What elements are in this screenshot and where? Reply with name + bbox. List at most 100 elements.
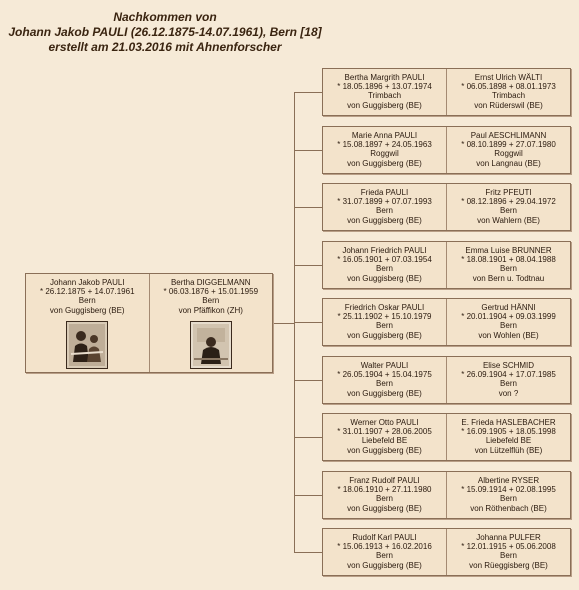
spouse-name: Emma Luise BRUNNER bbox=[465, 246, 552, 255]
spouse-origin: von Rüderswil (BE) bbox=[474, 100, 543, 110]
spouse-dates: * 15.09.1914 + 02.08.1995 bbox=[461, 485, 556, 495]
child-dates: * 15.08.1897 + 24.05.1963 bbox=[337, 140, 432, 150]
child-name: Frieda PAULI bbox=[360, 188, 409, 197]
branch-line bbox=[294, 552, 322, 553]
child-dates: * 26.05.1904 + 15.04.1975 bbox=[337, 370, 432, 380]
child-cell[interactable]: Friedrich Oskar PAULI* 25.11.1902 + 15.1… bbox=[323, 299, 446, 345]
father-cell[interactable]: Johann Jakob PAULI * 26.12.1875 + 14.07.… bbox=[26, 274, 149, 372]
mother-place: Bern bbox=[202, 296, 220, 306]
spouse-place: Bern bbox=[500, 206, 517, 216]
spouse-cell[interactable]: Paul AESCHLIMANN* 08.10.1899 + 27.07.198… bbox=[446, 127, 570, 173]
child-family-box[interactable]: Bertha Margrith PAULI* 18.05.1896 + 13.0… bbox=[322, 68, 571, 116]
child-name: Marie Anna PAULI bbox=[351, 131, 418, 140]
header-line-2: Johann Jakob PAULI (26.12.1875-14.07.196… bbox=[8, 25, 322, 39]
father-place: Bern bbox=[78, 296, 96, 306]
child-cell[interactable]: Werner Otto PAULI* 31.01.1907 + 28.06.20… bbox=[323, 414, 446, 460]
child-dates: * 15.06.1913 + 16.02.2016 bbox=[337, 542, 432, 552]
father-origin: von Guggisberg (BE) bbox=[49, 305, 125, 315]
child-dates: * 16.05.1901 + 07.03.1954 bbox=[337, 255, 432, 265]
child-place: Bern bbox=[376, 379, 393, 389]
child-origin: von Guggisberg (BE) bbox=[347, 330, 422, 340]
child-cell[interactable]: Johann Friedrich PAULI* 16.05.1901 + 07.… bbox=[323, 242, 446, 288]
branch-line bbox=[294, 92, 322, 93]
spouse-origin: von Langnau (BE) bbox=[476, 158, 541, 168]
spouse-place: Liebefeld BE bbox=[485, 436, 532, 446]
spouse-name: Gertrud HÄNNI bbox=[481, 303, 536, 312]
child-name: Franz Rudolf PAULI bbox=[349, 476, 420, 485]
spouse-dates: * 26.09.1904 + 17.07.1985 bbox=[461, 370, 556, 380]
child-cell[interactable]: Rudolf Karl PAULI* 15.06.1913 + 16.02.20… bbox=[323, 529, 446, 575]
spouse-place: Bern bbox=[500, 551, 517, 561]
spouse-dates: * 08.10.1899 + 27.07.1980 bbox=[461, 140, 556, 150]
spouse-cell[interactable]: Albertine RYSER* 15.09.1914 + 02.08.1995… bbox=[446, 472, 570, 518]
spouse-dates: * 08.12.1896 + 29.04.1972 bbox=[461, 197, 556, 207]
child-cell[interactable]: Marie Anna PAULI* 15.08.1897 + 24.05.196… bbox=[323, 127, 446, 173]
child-family-box[interactable]: Marie Anna PAULI* 15.08.1897 + 24.05.196… bbox=[322, 126, 571, 174]
spouse-origin: von Wohlen (BE) bbox=[478, 330, 539, 340]
branch-line bbox=[294, 265, 322, 266]
branch-line bbox=[294, 437, 322, 438]
child-dates: * 31.01.1907 + 28.06.2005 bbox=[337, 427, 432, 437]
child-place: Roggwil bbox=[370, 149, 399, 159]
branch-line bbox=[294, 380, 322, 381]
child-name: Johann Friedrich PAULI bbox=[342, 246, 427, 255]
spouse-name: Albertine RYSER bbox=[477, 476, 540, 485]
mother-origin: von Pfäffikon (ZH) bbox=[178, 305, 243, 315]
mother-cell[interactable]: Bertha DIGGELMANN * 06.03.1876 + 15.01.1… bbox=[148, 274, 273, 372]
child-name: Werner Otto PAULI bbox=[350, 418, 419, 427]
child-origin: von Guggisberg (BE) bbox=[347, 158, 422, 168]
child-name: Rudolf Karl PAULI bbox=[352, 533, 417, 542]
branch-line bbox=[294, 207, 322, 208]
spouse-place: Roggwil bbox=[494, 149, 523, 159]
header-line-1: Nachkommen von bbox=[113, 10, 217, 24]
spouse-place: Trimbach bbox=[491, 91, 526, 101]
child-family-box[interactable]: Johann Friedrich PAULI* 16.05.1901 + 07.… bbox=[322, 241, 571, 289]
spouse-name: Fritz PFEUTI bbox=[485, 188, 532, 197]
mother-photo[interactable] bbox=[189, 320, 232, 369]
child-cell[interactable]: Franz Rudolf PAULI* 18.06.1910 + 27.11.1… bbox=[323, 472, 446, 518]
father-photo[interactable] bbox=[66, 320, 109, 369]
child-dates: * 31.07.1899 + 07.07.1993 bbox=[337, 197, 432, 207]
mother-name: Bertha DIGGELMANN bbox=[170, 278, 251, 287]
child-family-box[interactable]: Franz Rudolf PAULI* 18.06.1910 + 27.11.1… bbox=[322, 471, 571, 519]
father-dates: * 26.12.1875 + 14.07.1961 bbox=[39, 287, 135, 297]
child-origin: von Guggisberg (BE) bbox=[347, 388, 422, 398]
spouse-name: E. Frieda HASLEBACHER bbox=[461, 418, 556, 427]
spouse-place: Bern bbox=[500, 379, 517, 389]
child-family-box[interactable]: Werner Otto PAULI* 31.01.1907 + 28.06.20… bbox=[322, 413, 571, 461]
child-name: Bertha Margrith PAULI bbox=[344, 73, 425, 82]
child-cell[interactable]: Bertha Margrith PAULI* 18.05.1896 + 13.0… bbox=[323, 69, 446, 115]
spouse-place: Bern bbox=[500, 494, 517, 504]
spouse-cell[interactable]: E. Frieda HASLEBACHER* 16.09.1905 + 18.0… bbox=[446, 414, 570, 460]
child-origin: von Guggisberg (BE) bbox=[347, 445, 422, 455]
child-family-box[interactable]: Friedrich Oskar PAULI* 25.11.1902 + 15.1… bbox=[322, 298, 571, 346]
spouse-cell[interactable]: Ernst Ulrich WÄLTI* 06.05.1898 + 08.01.1… bbox=[446, 69, 570, 115]
spouse-cell[interactable]: Emma Luise BRUNNER* 18.08.1901 + 08.04.1… bbox=[446, 242, 570, 288]
child-family-box[interactable]: Rudolf Karl PAULI* 15.06.1913 + 16.02.20… bbox=[322, 528, 571, 576]
spouse-dates: * 06.05.1898 + 08.01.1973 bbox=[461, 82, 556, 92]
spouse-dates: * 20.01.1904 + 09.03.1999 bbox=[461, 312, 556, 322]
child-name: Friedrich Oskar PAULI bbox=[344, 303, 425, 312]
child-origin: von Guggisberg (BE) bbox=[347, 273, 422, 283]
mother-dates: * 06.03.1876 + 15.01.1959 bbox=[163, 287, 259, 297]
child-origin: von Guggisberg (BE) bbox=[347, 503, 422, 513]
spouse-origin: von Rüeggisberg (BE) bbox=[469, 560, 548, 570]
spouse-place: Bern bbox=[500, 321, 517, 331]
spouse-name: Johanna PULFER bbox=[476, 533, 541, 542]
header-line-3: erstellt am 21.03.2016 mit Ahnenforscher bbox=[48, 40, 282, 54]
spouse-dates: * 18.08.1901 + 08.04.1988 bbox=[461, 255, 556, 265]
spouse-place: Bern bbox=[500, 264, 517, 274]
child-place: Liebefeld BE bbox=[361, 436, 408, 446]
child-dates: * 18.06.1910 + 27.11.1980 bbox=[337, 485, 432, 495]
parents-box[interactable]: Johann Jakob PAULI * 26.12.1875 + 14.07.… bbox=[25, 273, 273, 373]
branch-line bbox=[294, 495, 322, 496]
spouse-origin: von Lützelflüh (BE) bbox=[474, 445, 543, 455]
